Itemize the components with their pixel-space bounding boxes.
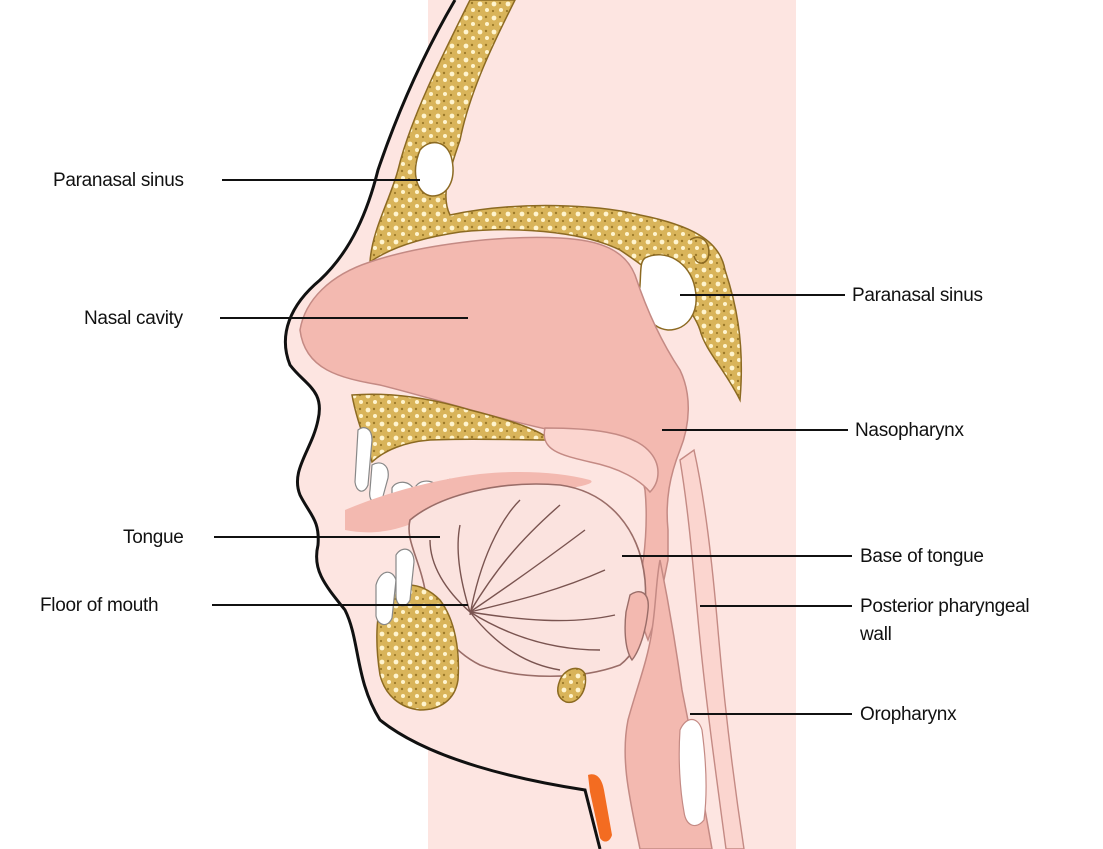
label-text: Base of tongue — [860, 546, 984, 567]
label-text: Nasopharynx — [855, 420, 964, 441]
soft-palate — [543, 427, 659, 494]
label-paranasal-sinus-left: Paranasal sinus — [53, 170, 420, 191]
label-paranasal-sinus-right: Paranasal sinus — [680, 285, 983, 306]
thyroid-cartilage — [588, 774, 612, 842]
sphenoid-sinus-hook — [689, 236, 710, 264]
frontal-sinus — [414, 141, 454, 197]
label-text: wall — [859, 624, 892, 645]
posterior-pharyngeal-wall — [679, 448, 745, 849]
hard-palate — [351, 393, 552, 464]
label-base-of-tongue: Base of tongue — [622, 546, 984, 567]
label-text: Paranasal sinus — [852, 285, 983, 306]
lower-teeth — [375, 548, 415, 626]
label-tongue: Tongue — [123, 527, 440, 548]
label-oropharynx: Oropharynx — [690, 704, 957, 725]
hyoid-bone — [557, 667, 587, 704]
label-text: Nasal cavity — [84, 308, 184, 329]
label-text: Oropharynx — [860, 704, 957, 725]
epiglottis — [624, 591, 649, 662]
nasal-cavity-shape — [299, 236, 689, 643]
tongue-fibres — [429, 499, 616, 671]
face-profile-outline — [283, 0, 602, 849]
label-nasal-cavity: Nasal cavity — [84, 308, 468, 329]
label-text: Posterior pharyngeal — [860, 596, 1029, 617]
label-posterior-pharyngeal-wall: Posterior pharyngeal wall — [700, 596, 1030, 645]
laryngeal-airway — [678, 718, 707, 827]
label-floor-of-mouth: Floor of mouth — [40, 595, 468, 616]
mandible — [376, 584, 460, 711]
sphenoid-sinus — [639, 254, 697, 331]
label-text: Paranasal sinus — [53, 170, 184, 191]
label-text: Tongue — [123, 527, 184, 548]
label-nasopharynx: Nasopharynx — [662, 420, 965, 441]
frontal-bone — [369, 0, 743, 403]
label-text: Floor of mouth — [40, 595, 158, 616]
